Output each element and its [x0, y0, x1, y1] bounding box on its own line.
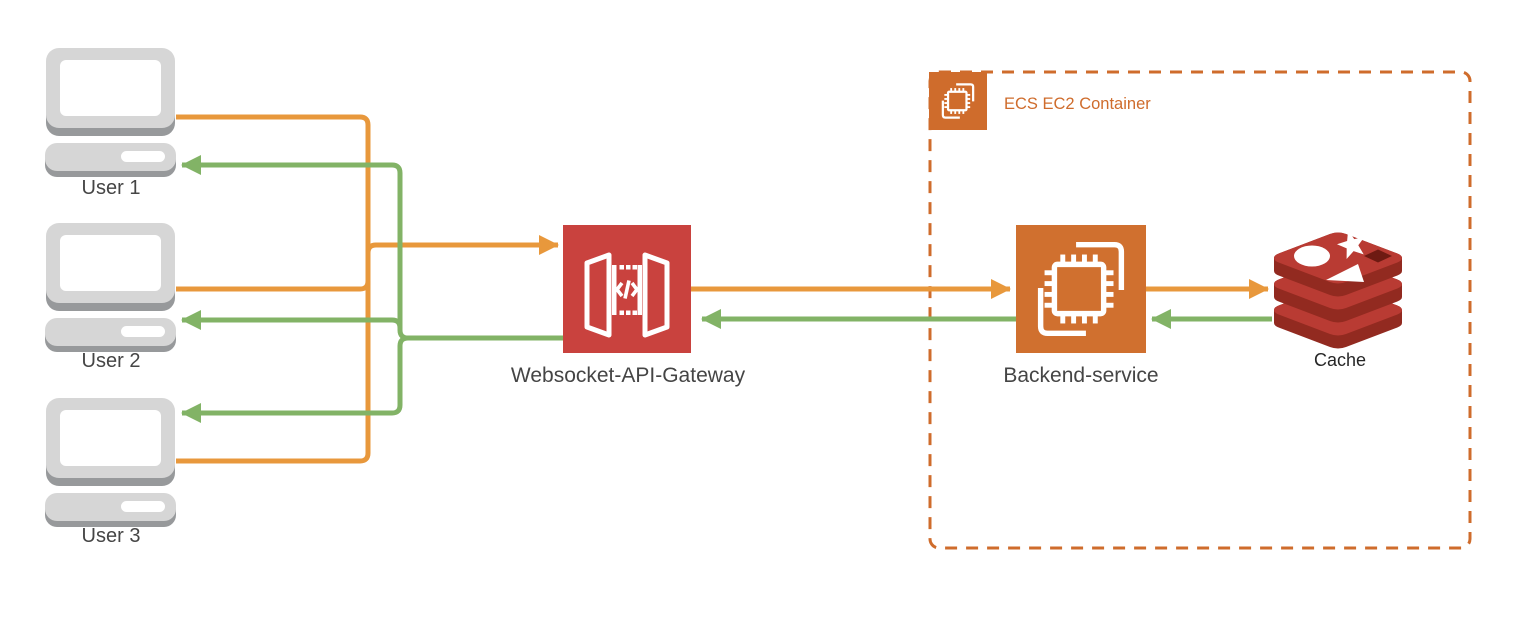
cache-label: Cache [1313, 350, 1367, 370]
edge-gateway-to-user2-response-arrow [181, 310, 403, 330]
laptop-icon [45, 398, 176, 527]
gateway-label: Websocket-API-Gateway [510, 364, 746, 387]
user2-node [45, 223, 177, 357]
edge-gateway-to-user1-response-arrow [181, 155, 563, 341]
cache-node [1270, 230, 1406, 354]
user2-label: User 2 [81, 350, 141, 372]
backend-chip-icon [1037, 241, 1125, 337]
laptop-icon [45, 48, 176, 177]
edge-user2-request-line [176, 253, 371, 292]
container-chip-icon [941, 83, 975, 119]
api-gateway-icon [584, 252, 670, 338]
user3-node [45, 398, 177, 532]
ecs-container-boundary [928, 70, 1472, 550]
user1-label: User 1 [81, 177, 141, 199]
laptop-icon [45, 223, 176, 352]
backend-service-label: Backend-service [1003, 364, 1159, 387]
websocket-api-gateway-node [563, 225, 691, 353]
ecs-container-label: ECS EC2 Container [1004, 95, 1151, 113]
user3-label: User 3 [81, 525, 141, 547]
ecs-ec2-container-icon [929, 72, 987, 130]
edge-users-to-gateway-request-arrow [365, 235, 559, 255]
redis-cache-icon [1274, 230, 1402, 349]
edge-gateway-to-user3-response-arrow [181, 335, 409, 423]
backend-service-node [1016, 225, 1146, 353]
user1-node [45, 48, 177, 182]
edge-user1-user3-request-line [176, 114, 371, 464]
